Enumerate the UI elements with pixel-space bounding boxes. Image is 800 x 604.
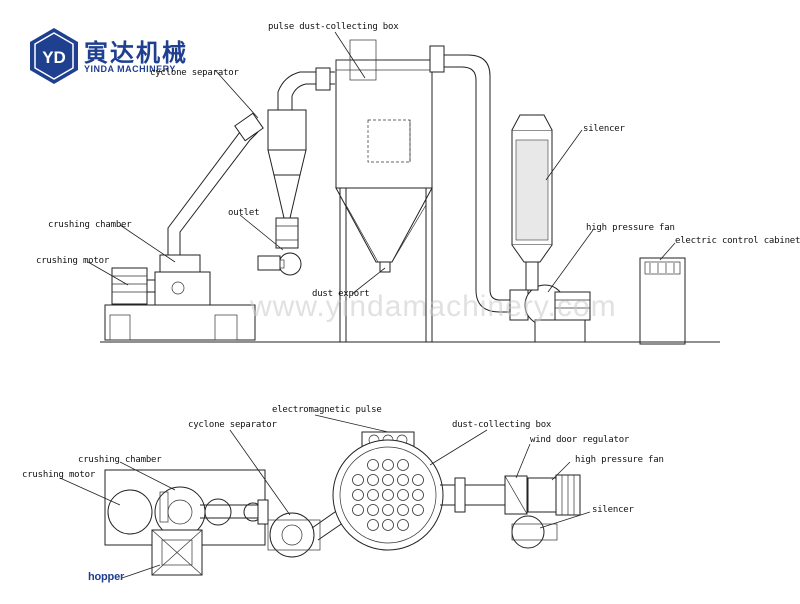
electric-cabinet bbox=[639, 257, 686, 345]
cyclone-body bbox=[267, 109, 307, 151]
filter-bag bbox=[367, 459, 379, 471]
label-crushing-chamber: crushing chamber bbox=[48, 220, 132, 230]
label-wind-door-regulator: wind door regulator bbox=[530, 435, 630, 445]
label-dust-export: dust export bbox=[312, 289, 370, 299]
filter-bag bbox=[397, 519, 409, 531]
label-plan-cyclone-separator: cyclone separator bbox=[188, 420, 277, 430]
brand-logo-icon: YD bbox=[30, 28, 78, 84]
label-high-pressure-fan: high pressure fan bbox=[586, 223, 675, 233]
label-crushing-motor: crushing motor bbox=[36, 256, 110, 266]
pulse-dust-box bbox=[335, 59, 433, 189]
filter-bag bbox=[397, 504, 409, 516]
plan-fan bbox=[527, 477, 557, 513]
filter-bag bbox=[367, 489, 379, 501]
crushing-chamber bbox=[154, 271, 211, 306]
label-plan-crushing-motor: crushing motor bbox=[22, 470, 96, 480]
label-electromagnetic-pulse: electromagnetic pulse bbox=[272, 405, 382, 415]
filter-bag bbox=[352, 474, 364, 486]
plan-view bbox=[59, 414, 591, 579]
filter-bag bbox=[397, 474, 409, 486]
filter-bag bbox=[412, 489, 424, 501]
label-silencer: silencer bbox=[583, 124, 625, 134]
brand-name-cn: 寅达机械 bbox=[84, 39, 188, 67]
filter-bag bbox=[397, 489, 409, 501]
brand-name-en: YINDA MACHINERY bbox=[84, 64, 176, 74]
label-electric-control-cabinet: electric control cabinet bbox=[675, 236, 800, 246]
label-plan-dust-box: dust-collecting box bbox=[452, 420, 552, 430]
dust-hopper bbox=[335, 187, 433, 263]
filter-bag bbox=[367, 504, 379, 516]
crushing-motor bbox=[111, 267, 148, 305]
label-cyclone-separator: cyclone separator bbox=[150, 68, 239, 78]
logo-letters: YD bbox=[42, 48, 66, 67]
label-plan-silencer: silencer bbox=[592, 505, 634, 515]
filter-bag bbox=[367, 474, 379, 486]
elevation-view bbox=[87, 31, 720, 345]
filter-bag bbox=[382, 459, 394, 471]
filter-bag bbox=[352, 504, 364, 516]
filter-bag bbox=[397, 459, 409, 471]
plan-crushing-motor bbox=[107, 489, 153, 535]
filter-bag bbox=[412, 474, 424, 486]
label-pulse-dust-box: pulse dust-collecting box bbox=[268, 22, 399, 32]
plan-cyclone bbox=[269, 512, 315, 558]
label-plan-high-pressure-fan: high pressure fan bbox=[575, 455, 664, 465]
outlet-valve bbox=[278, 252, 302, 276]
plan-silencer bbox=[511, 515, 545, 549]
filter-bag bbox=[382, 474, 394, 486]
filter-bag bbox=[382, 519, 394, 531]
machine-base bbox=[104, 304, 256, 341]
filter-bag bbox=[352, 489, 364, 501]
label-plan-crushing-chamber: crushing chamber bbox=[78, 455, 162, 465]
filter-bag bbox=[412, 504, 424, 516]
filter-bag bbox=[382, 489, 394, 501]
label-outlet: outlet bbox=[228, 208, 260, 218]
filter-bag-grid bbox=[352, 459, 424, 531]
filter-bag bbox=[367, 519, 379, 531]
label-hopper: hopper bbox=[88, 571, 125, 583]
plan-dust-box bbox=[332, 439, 444, 551]
watermark: www.yindamachinery.com bbox=[250, 290, 617, 323]
filter-bag bbox=[382, 504, 394, 516]
